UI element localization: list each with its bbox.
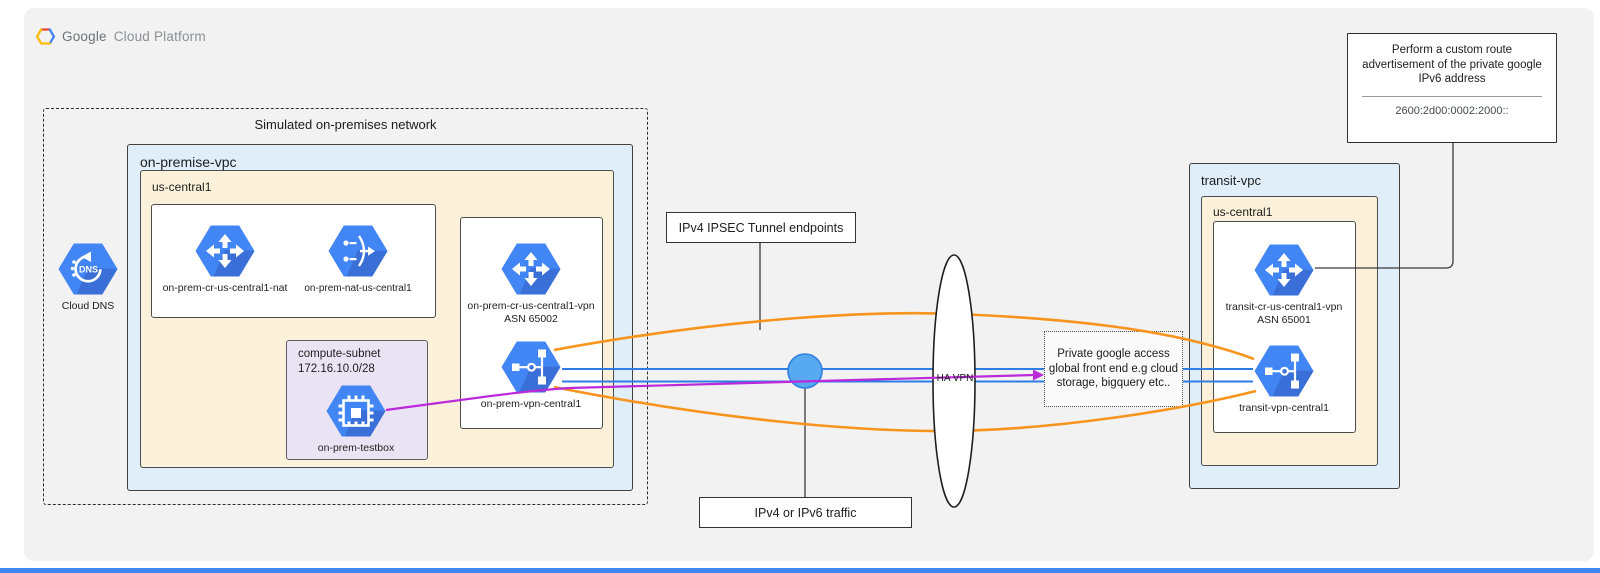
svg-text:DNS: DNS	[79, 265, 98, 275]
gcp-hexagon-logo-icon	[36, 28, 55, 45]
us-central1-region-label: us-central1	[152, 180, 212, 194]
compute-subnet-name: compute-subnet	[298, 348, 381, 360]
node-label: on-prem-cr-us-central1-nat	[162, 282, 288, 294]
cloud-nat-icon	[328, 225, 388, 277]
on-prem-dashed-container	[43, 108, 648, 505]
brand-suffix: Cloud Platform	[113, 29, 206, 44]
compute-subnet-cidr: 172.16.10.0/28	[298, 363, 375, 375]
window-bottom-accent	[0, 568, 1600, 573]
traffic-label: IPv4 or IPv6 traffic	[754, 505, 857, 520]
node-asn-label: ASN 65002	[504, 313, 558, 325]
node-label: transit-vpn-central1	[1239, 402, 1329, 414]
cloud-vpn-icon	[501, 341, 561, 393]
ha-vpn-label: HA VPN	[936, 373, 974, 384]
cloud-router-icon	[1254, 244, 1314, 296]
note-text: Perform a custom route advertisement of …	[1362, 44, 1542, 85]
node-label: Cloud DNS	[61, 300, 115, 312]
cloud-router-icon	[195, 225, 255, 277]
node-transit-cr-vpn: transit-cr-us-central1-vpn ASN 65001	[1199, 242, 1369, 327]
route-advertisement-note: Perform a custom route advertisement of …	[1347, 33, 1557, 143]
nat-group-box	[151, 204, 436, 318]
tunnel-endpoints-label: IPv4 IPSEC Tunnel endpoints	[678, 220, 844, 235]
brand-google: Google	[62, 29, 107, 44]
node-on-prem-cr-nat: on-prem-cr-us-central1-nat	[140, 223, 310, 295]
node-label: transit-cr-us-central1-vpn	[1225, 301, 1343, 313]
pga-box: Private google access global front end e…	[1044, 331, 1183, 407]
compute-engine-icon	[326, 385, 386, 437]
transit-region-label: us-central1	[1213, 205, 1273, 219]
node-label: on-prem-cr-us-central1-vpn	[467, 300, 595, 312]
on-premise-vpc-label: on-premise-vpc	[140, 154, 237, 170]
tunnel-endpoints-label-box: IPv4 IPSEC Tunnel endpoints	[666, 212, 856, 243]
traffic-label-box: IPv4 or IPv6 traffic	[699, 497, 912, 528]
transit-vpc-label: transit-vpc	[1201, 173, 1261, 188]
cloud-dns-icon: DNS	[58, 243, 118, 295]
note-ipv6-address: 2600:2d00:0002:2000::	[1395, 104, 1509, 117]
node-on-prem-cr-vpn: on-prem-cr-us-central1-vpn ASN 65002	[446, 241, 616, 326]
note-divider	[1362, 95, 1542, 97]
on-prem-title: Simulated on-premises network	[254, 117, 437, 132]
pga-label: Private google access global front end e…	[1048, 348, 1179, 390]
node-transit-vpn-gateway: transit-vpn-central1	[1199, 343, 1369, 415]
node-label: on-prem-nat-us-central1	[304, 283, 412, 294]
node-on-prem-nat: on-prem-nat-us-central1	[283, 223, 433, 295]
cloud-router-icon	[501, 243, 561, 295]
node-label: on-prem-testbox	[317, 442, 395, 454]
node-label: on-prem-vpn-central1	[480, 398, 582, 410]
cloud-vpn-icon	[1254, 345, 1314, 397]
node-asn-label: ASN 65001	[1257, 314, 1311, 326]
gcp-logo: Google Cloud Platform	[36, 28, 206, 45]
node-on-prem-vpn-gateway: on-prem-vpn-central1	[446, 339, 616, 411]
node-cloud-dns: DNS Cloud DNS	[28, 241, 148, 313]
node-on-prem-testbox: on-prem-testbox	[286, 383, 426, 455]
